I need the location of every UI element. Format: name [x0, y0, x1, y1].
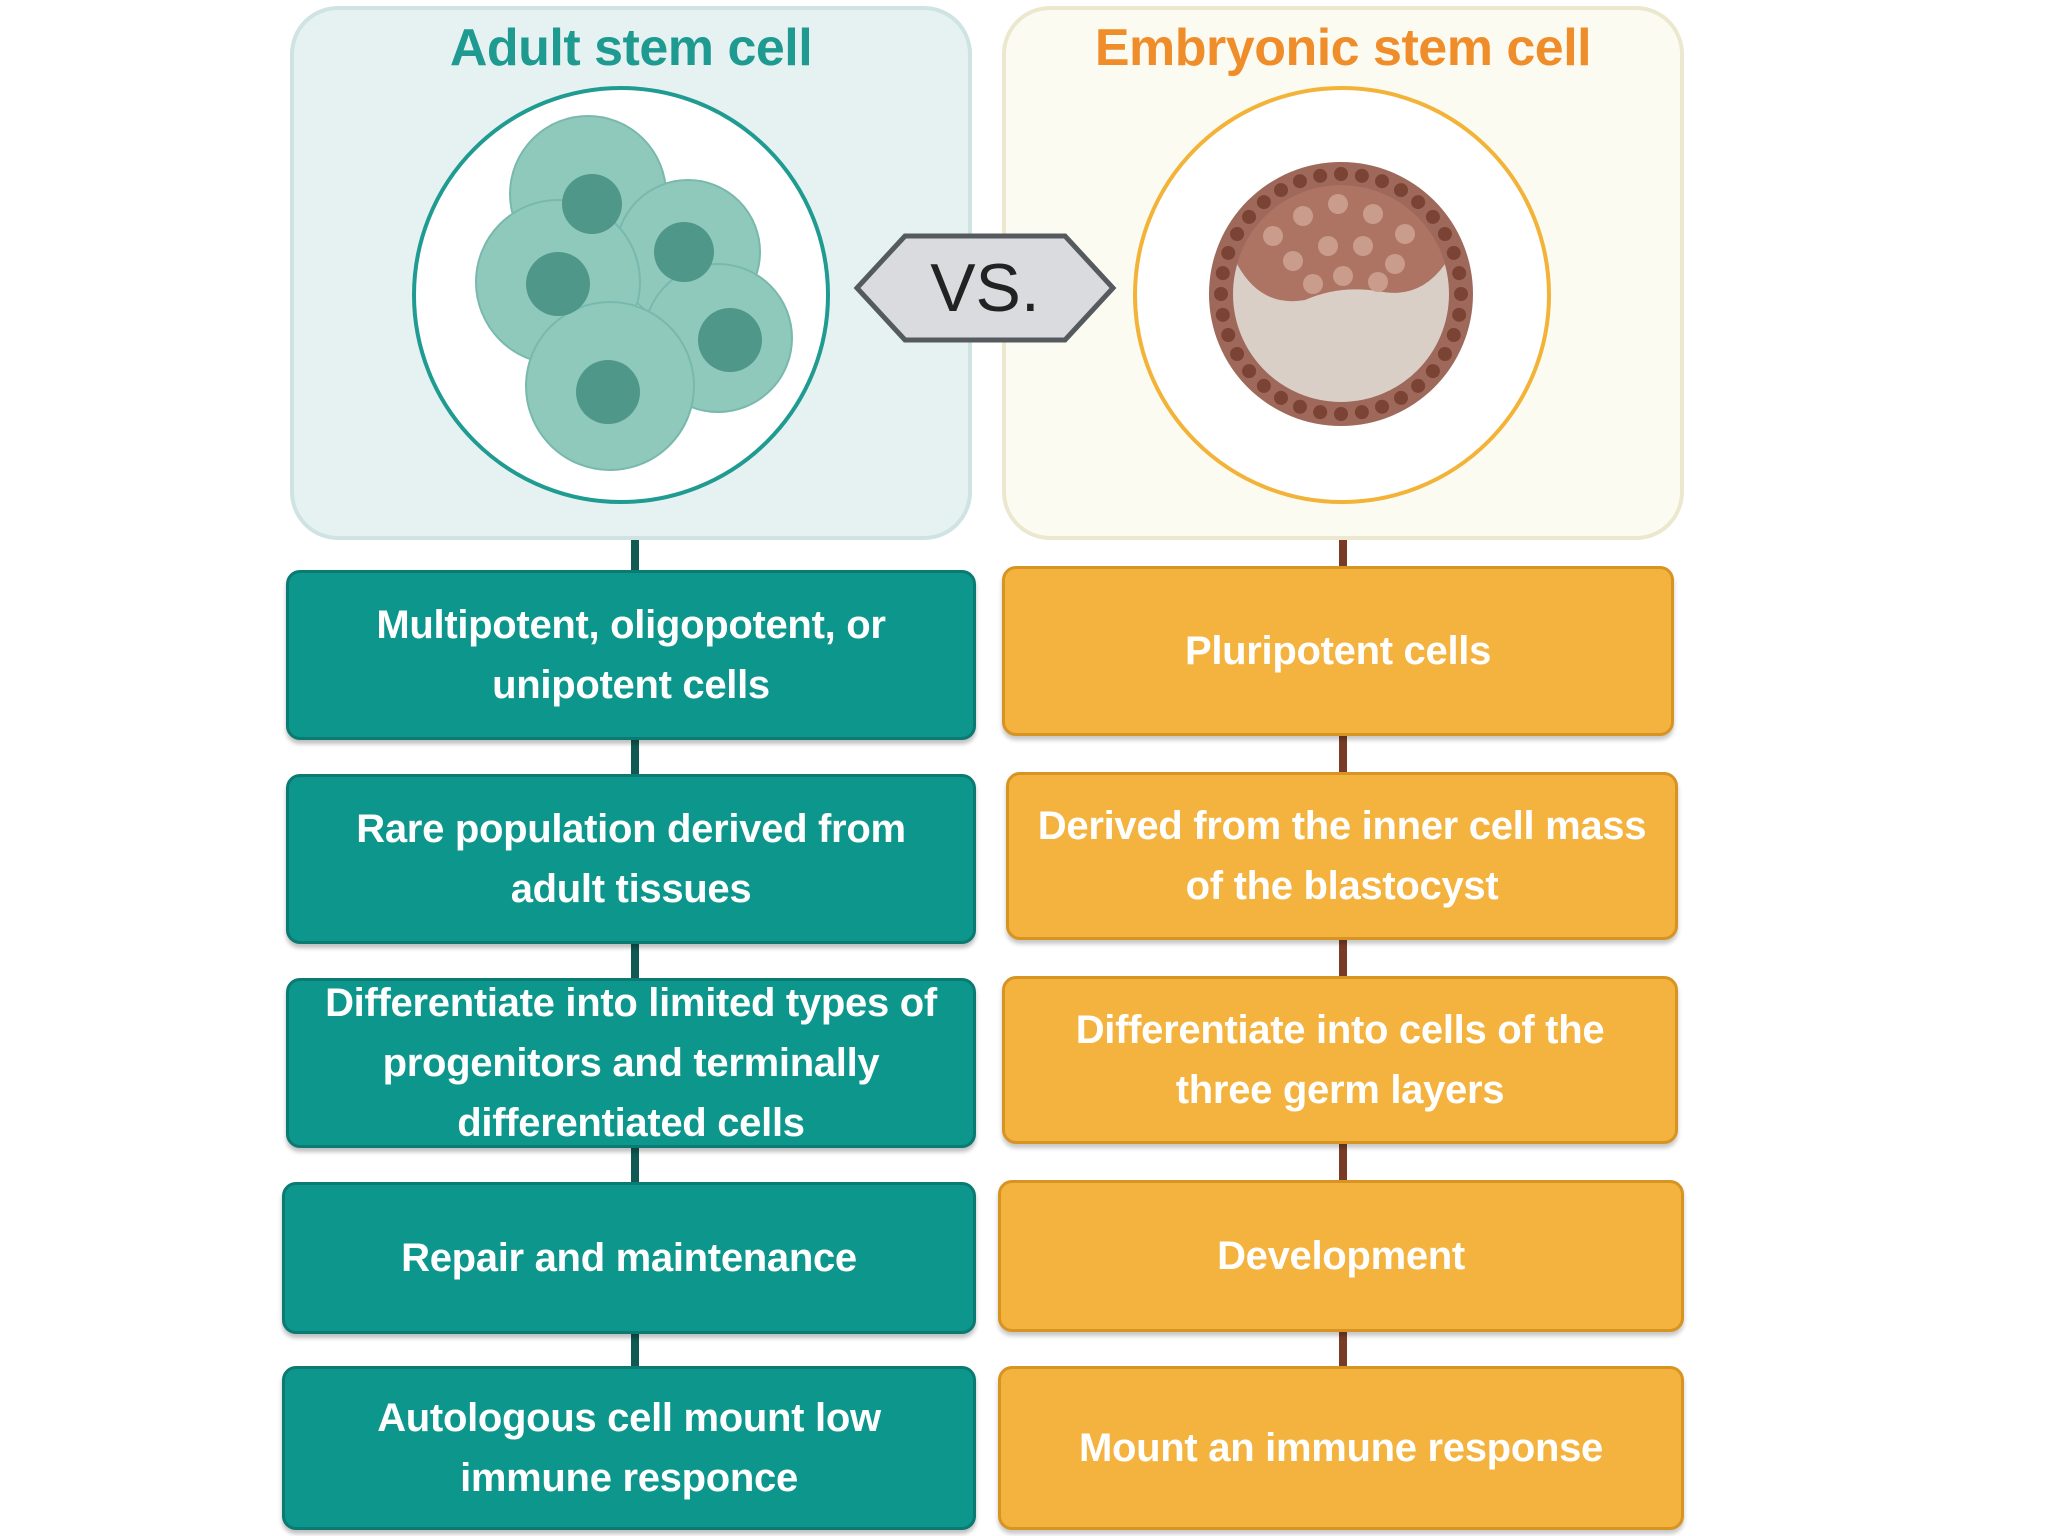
embryonic-property-origin: Derived from the inner cell mass of the …	[1006, 772, 1678, 940]
inner-cell-mass-cell	[1368, 272, 1388, 292]
adult-property-potency: Multipotent, oligopotent, or unipotent c…	[286, 570, 976, 740]
embryonic-property-potency: Pluripotent cells	[1002, 566, 1674, 736]
embryonic-stem-cell-title: Embryonic stem cell	[1094, 19, 1592, 77]
embryonic-property-function: Development	[998, 1180, 1684, 1332]
trophoblast-cell	[1221, 328, 1236, 343]
trophoblast-cell	[1230, 227, 1245, 241]
inner-cell-mass-cell	[1303, 274, 1323, 294]
blastocyst-icon	[1209, 162, 1473, 426]
trophoblast-cell	[1313, 405, 1328, 420]
trophoblast-cell	[1425, 209, 1440, 224]
trophoblast-cell	[1411, 195, 1426, 210]
trophoblast-cell	[1411, 378, 1426, 393]
trophoblast-cell	[1394, 390, 1408, 405]
trophoblast-cell	[1215, 266, 1230, 281]
trophoblast-cell	[1454, 287, 1468, 301]
left-connector-line	[631, 540, 639, 1368]
trophoblast-cell	[1215, 307, 1230, 322]
trophoblast-cell	[1313, 168, 1328, 183]
trophoblast-cell	[1221, 245, 1236, 260]
inner-cell-mass-cell	[1353, 236, 1373, 256]
trophoblast-cell	[1334, 407, 1348, 421]
trophoblast-cell	[1425, 364, 1440, 379]
trophoblast-cell	[1437, 347, 1452, 361]
vs-hexagon-badge	[853, 233, 1117, 343]
trophoblast-cell	[1242, 209, 1257, 224]
inner-cell-mass-cell	[1283, 251, 1303, 271]
vs-label: VS.	[930, 250, 1040, 326]
trophoblast-cell	[1292, 174, 1307, 189]
trophoblast-cell	[1375, 399, 1390, 414]
inner-cell-mass-cell	[1293, 206, 1313, 226]
inner-cell-mass-cell	[1318, 236, 1338, 256]
adult-stem-cell-title: Adult stem cell	[449, 19, 813, 77]
adult-property-differentiation: Differentiate into limited types of prog…	[286, 978, 976, 1148]
trophoblast-cell	[1292, 399, 1307, 414]
right-connector-line	[1339, 540, 1347, 1370]
trophoblast-cell	[1354, 405, 1369, 420]
adult-property-origin: Rare population derived from adult tissu…	[286, 774, 976, 944]
inner-cell-mass-cell	[1263, 226, 1283, 246]
inner-cell-mass-cell	[1333, 266, 1353, 286]
inner-cell-mass-cell	[1395, 224, 1415, 244]
trophoblast-cell	[1274, 183, 1288, 198]
adult-property-immune: Autologous cell mount low immune responc…	[282, 1366, 976, 1530]
trophoblast-cell	[1452, 266, 1467, 281]
trophoblast-cell	[1437, 227, 1452, 241]
trophoblast-cell	[1274, 390, 1288, 405]
trophoblast-cell	[1214, 287, 1228, 301]
embryonic-property-immune: Mount an immune response	[998, 1366, 1684, 1530]
adult-property-function: Repair and maintenance	[282, 1182, 976, 1334]
trophoblast-cell	[1230, 347, 1245, 361]
inner-cell-mass-cell	[1363, 204, 1383, 224]
trophoblast-cell	[1394, 183, 1408, 198]
trophoblast-cell	[1446, 328, 1461, 343]
trophoblast-cell	[1256, 195, 1271, 210]
embryonic-property-differentiation: Differentiate into cells of the three ge…	[1002, 976, 1678, 1144]
trophoblast-cell	[1446, 245, 1461, 260]
adult-stem-cells-icon	[475, 115, 793, 471]
trophoblast-cell	[1334, 167, 1348, 181]
trophoblast-cell	[1256, 378, 1271, 393]
trophoblast-cell	[1242, 364, 1257, 379]
trophoblast-cell	[1375, 174, 1390, 189]
trophoblast-cell	[1354, 168, 1369, 183]
trophoblast-cell	[1452, 307, 1467, 322]
inner-cell-mass-cell	[1385, 254, 1405, 274]
inner-cell-mass-cell	[1328, 194, 1348, 214]
